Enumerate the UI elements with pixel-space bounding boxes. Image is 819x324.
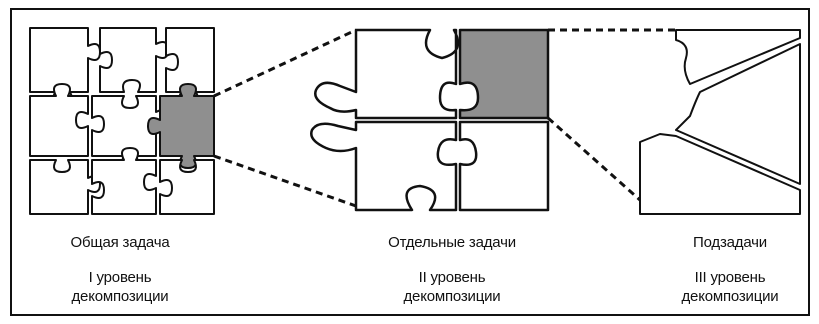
zoom-lines-1: [213, 28, 357, 208]
stage3-caption: Подзадачи: [693, 234, 767, 251]
stage3-level: III уровень декомпозиции: [668, 268, 792, 306]
zoom-lines-2: [547, 28, 676, 202]
stage3-level-line1: III уровень: [694, 269, 766, 286]
puzzle-piece: [91, 147, 157, 215]
stage1-caption: Общая задача: [70, 234, 170, 251]
stage2-level-line1: II уровень: [418, 269, 486, 286]
puzzle-piece-highlighted: [147, 83, 215, 169]
puzzle-piece: [458, 120, 550, 212]
stage1-level-line2: декомпозиции: [71, 288, 169, 305]
puzzle-piece: [159, 159, 215, 215]
fragment-middle: [675, 43, 801, 185]
subtask-fragments: [639, 29, 801, 215]
figure-frame: [10, 8, 810, 316]
puzzle-piece: [99, 27, 169, 93]
stage1-level: I уровень декомпозиции: [40, 268, 200, 306]
puzzle-piece: [29, 83, 89, 157]
stage2-caption: Отдельные задачи: [388, 234, 516, 251]
puzzle-piece-highlighted: [458, 28, 550, 120]
separate-pieces: [310, 28, 550, 212]
puzzle-piece: [91, 95, 169, 169]
fragment-top: [675, 29, 801, 85]
stage1-level-line1: I уровень: [88, 269, 152, 286]
stage3-level-line2: декомпозиции: [681, 288, 779, 305]
stage2-level: II уровень декомпозиции: [372, 268, 532, 306]
puzzle-piece: [314, 28, 460, 120]
fragment-lower: [639, 133, 801, 215]
puzzle-piece: [310, 120, 458, 212]
stage2-level-line2: декомпозиции: [403, 288, 501, 305]
puzzle-piece: [29, 159, 101, 215]
full-puzzle: [29, 27, 215, 215]
